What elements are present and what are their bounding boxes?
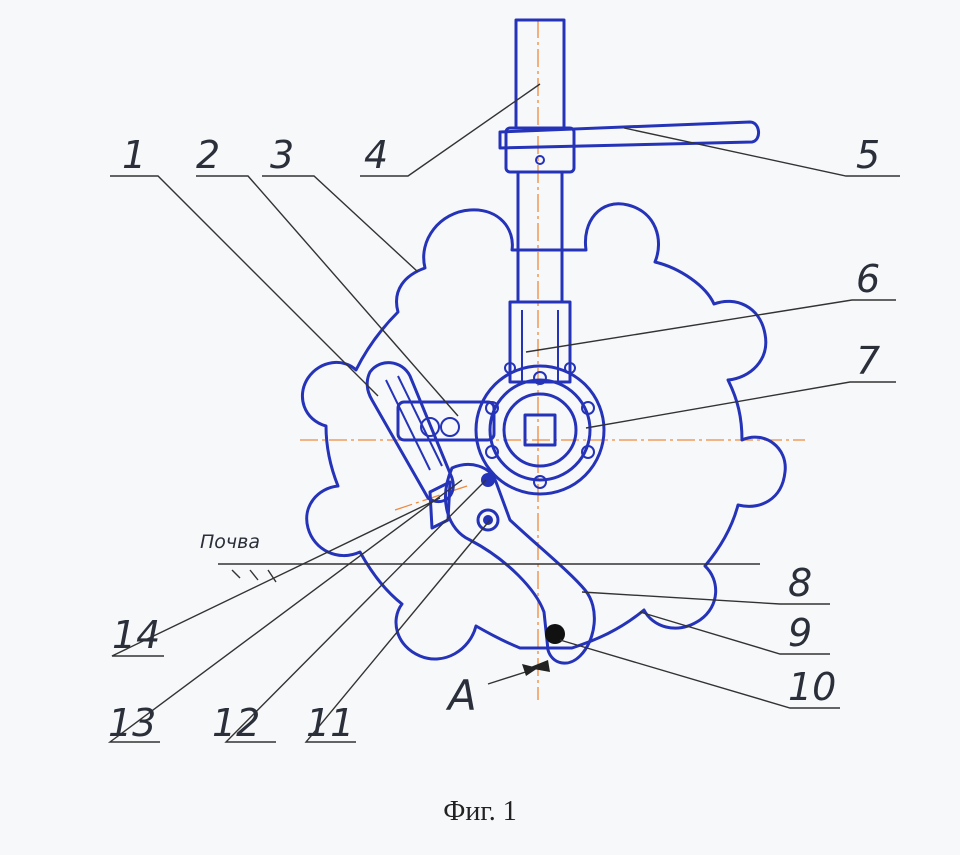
leader-6 xyxy=(525,299,896,353)
leader-4 xyxy=(360,83,541,177)
figure-caption: Фиг. 1 xyxy=(443,796,517,827)
callout-5: 5 xyxy=(856,133,880,177)
callout-11: 11 xyxy=(306,701,354,745)
scraper-assembly xyxy=(428,463,596,672)
leader-lines xyxy=(107,83,900,743)
callout-9: 9 xyxy=(788,611,812,655)
callout-6: 6 xyxy=(856,257,880,301)
view-arrow xyxy=(487,664,539,685)
leader-1 xyxy=(110,175,379,397)
callout-3: 3 xyxy=(270,133,294,177)
callout-7: 7 xyxy=(856,339,880,383)
leader-8 xyxy=(581,591,830,605)
leader-10 xyxy=(559,639,840,709)
toothed-disc xyxy=(300,202,787,661)
leader-13 xyxy=(107,479,463,743)
soil-label: Почва xyxy=(200,531,260,553)
leader-12 xyxy=(224,479,487,743)
callout-13: 13 xyxy=(108,701,156,745)
centerlines xyxy=(300,20,805,700)
soil-surface xyxy=(218,563,760,583)
callout-4: 4 xyxy=(364,133,388,177)
leader-2 xyxy=(196,175,459,417)
callout-12: 12 xyxy=(212,701,260,745)
callout-10: 10 xyxy=(788,665,836,709)
control-arm xyxy=(498,120,760,150)
callout-14: 14 xyxy=(112,613,160,657)
callout-numbers: 1 2 3 4 5 6 7 8 9 10 11 12 13 14 xyxy=(108,133,880,745)
vertical-post xyxy=(504,18,576,384)
leader-14 xyxy=(111,497,441,657)
view-label: A xyxy=(445,671,477,720)
callout-8: 8 xyxy=(788,561,812,605)
leader-9 xyxy=(639,611,830,655)
callout-2: 2 xyxy=(196,133,220,177)
callout-1: 1 xyxy=(122,133,146,177)
leader-5 xyxy=(623,127,900,177)
leader-11 xyxy=(304,519,491,743)
leader-7 xyxy=(585,381,896,429)
leader-3 xyxy=(262,175,419,273)
